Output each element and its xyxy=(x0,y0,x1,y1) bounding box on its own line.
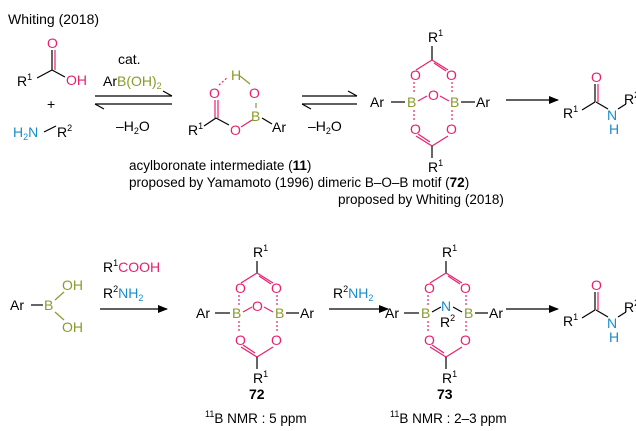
intermediate-r1: R1 xyxy=(188,121,203,138)
svg-text:R1: R1 xyxy=(442,369,457,386)
arboh2-label: ArB(OH)2 xyxy=(103,73,162,91)
bottom-arrow-2: R2NH2 xyxy=(329,284,389,313)
intermediate-h: H xyxy=(231,67,241,83)
svg-text:O: O xyxy=(460,332,471,348)
svg-text:R1: R1 xyxy=(563,104,578,121)
svg-text:N: N xyxy=(607,315,617,331)
svg-text:R1: R1 xyxy=(428,158,443,175)
compound-73-label: 73 xyxy=(437,386,453,402)
equilibrium-arrow-1: cat. ArB(OH)2 –H2O xyxy=(94,51,173,136)
minus-water-1: –H2O xyxy=(116,118,150,136)
svg-text:R2NH2: R2NH2 xyxy=(103,284,143,303)
svg-text:OH: OH xyxy=(62,319,83,335)
intermediate-ar: Ar xyxy=(272,119,286,135)
svg-text:B: B xyxy=(275,305,284,321)
svg-text:O: O xyxy=(410,67,421,83)
svg-text:R1: R1 xyxy=(428,28,443,45)
svg-text:R1: R1 xyxy=(253,243,268,260)
svg-text:O: O xyxy=(446,121,457,137)
acylboronate-intermediate: H O O R1 O B Ar xyxy=(188,67,286,138)
svg-text:O: O xyxy=(271,332,282,348)
svg-text:B: B xyxy=(450,94,459,110)
svg-text:Ar: Ar xyxy=(385,305,399,321)
caption-line-2: proposed by Yamamoto (1996) dimeric B–O–… xyxy=(129,175,469,190)
svg-text:B: B xyxy=(44,297,53,313)
compound-72-label: 72 xyxy=(249,386,265,402)
bottom-arrow-1: R1COOH R2NH2 xyxy=(100,258,168,313)
svg-text:H: H xyxy=(609,329,619,345)
acid-oh: OH xyxy=(66,72,87,88)
compound-72-nmr: 11B NMR : 5 ppm xyxy=(205,409,307,426)
intermediate-o-top: O xyxy=(249,85,260,101)
svg-text:R1: R1 xyxy=(253,369,268,386)
dimer-72-top: R1 O O B B O Ar Ar O O R1 xyxy=(370,28,490,175)
svg-text:O: O xyxy=(410,121,421,137)
svg-text:B: B xyxy=(407,94,416,110)
svg-text:Ar: Ar xyxy=(476,94,490,110)
svg-text:O: O xyxy=(460,280,471,296)
svg-text:O: O xyxy=(591,69,602,85)
svg-text:Ar: Ar xyxy=(10,297,24,313)
amine-r2: R2 xyxy=(57,123,72,140)
compound-72-bottom: R1 O O B B O Ar Ar O O R1 xyxy=(196,243,314,386)
caption-line-1: acylboronate intermediate (11) xyxy=(129,158,311,173)
svg-text:O: O xyxy=(591,277,602,293)
svg-text:O: O xyxy=(271,280,282,296)
svg-text:O: O xyxy=(235,280,246,296)
svg-text:B: B xyxy=(232,305,241,321)
amide-bottom: R1 O N H R2 xyxy=(563,277,636,345)
svg-text:R2NH2: R2NH2 xyxy=(333,284,373,303)
equilibrium-arrow-2: –H2O xyxy=(301,90,358,136)
amine: H2N R2 xyxy=(13,123,72,142)
scheme-title: Whiting (2018) xyxy=(8,11,99,27)
svg-text:B: B xyxy=(421,305,430,321)
svg-text:N: N xyxy=(441,298,451,314)
svg-text:O: O xyxy=(424,280,435,296)
amide-top: R1 O N H R2 xyxy=(563,69,636,137)
svg-text:O: O xyxy=(428,87,439,103)
svg-text:R2: R2 xyxy=(440,313,455,330)
svg-text:R1: R1 xyxy=(442,243,457,260)
intermediate-o-bottom: O xyxy=(230,122,241,138)
svg-text:O: O xyxy=(252,298,263,314)
carboxylic-acid: R1 O OH xyxy=(17,35,87,89)
cat-label: cat. xyxy=(118,51,141,67)
boronic-acid: Ar B OH OH xyxy=(10,277,83,335)
plus-sign: + xyxy=(47,96,55,112)
intermediate-b: B xyxy=(251,108,260,124)
svg-text:Ar: Ar xyxy=(370,94,384,110)
svg-text:O: O xyxy=(446,67,457,83)
svg-text:H: H xyxy=(609,121,619,137)
svg-text:O: O xyxy=(235,332,246,348)
svg-text:R1: R1 xyxy=(563,312,578,329)
svg-text:Ar: Ar xyxy=(489,305,503,321)
svg-text:OH: OH xyxy=(62,277,83,293)
svg-text:O: O xyxy=(424,332,435,348)
acid-r-label: R1 xyxy=(17,72,32,89)
svg-text:N: N xyxy=(607,107,617,123)
svg-text:Ar: Ar xyxy=(300,305,314,321)
compound-73: R1 O O B B N R2 Ar Ar O O R1 xyxy=(385,243,503,386)
compound-73-nmr: 11B NMR : 2–3 ppm xyxy=(390,409,507,426)
svg-text:R2: R2 xyxy=(624,90,636,107)
svg-text:R2: R2 xyxy=(624,298,636,315)
intermediate-o-left: O xyxy=(209,85,220,101)
amine-h2n: H2N xyxy=(13,124,38,142)
caption-line-3: proposed by Whiting (2018) xyxy=(338,192,504,207)
svg-text:Ar: Ar xyxy=(196,305,210,321)
acid-carbonyl-o: O xyxy=(47,35,58,51)
minus-water-2: –H2O xyxy=(308,118,342,136)
svg-text:B: B xyxy=(464,305,473,321)
svg-text:R1COOH: R1COOH xyxy=(103,258,160,275)
